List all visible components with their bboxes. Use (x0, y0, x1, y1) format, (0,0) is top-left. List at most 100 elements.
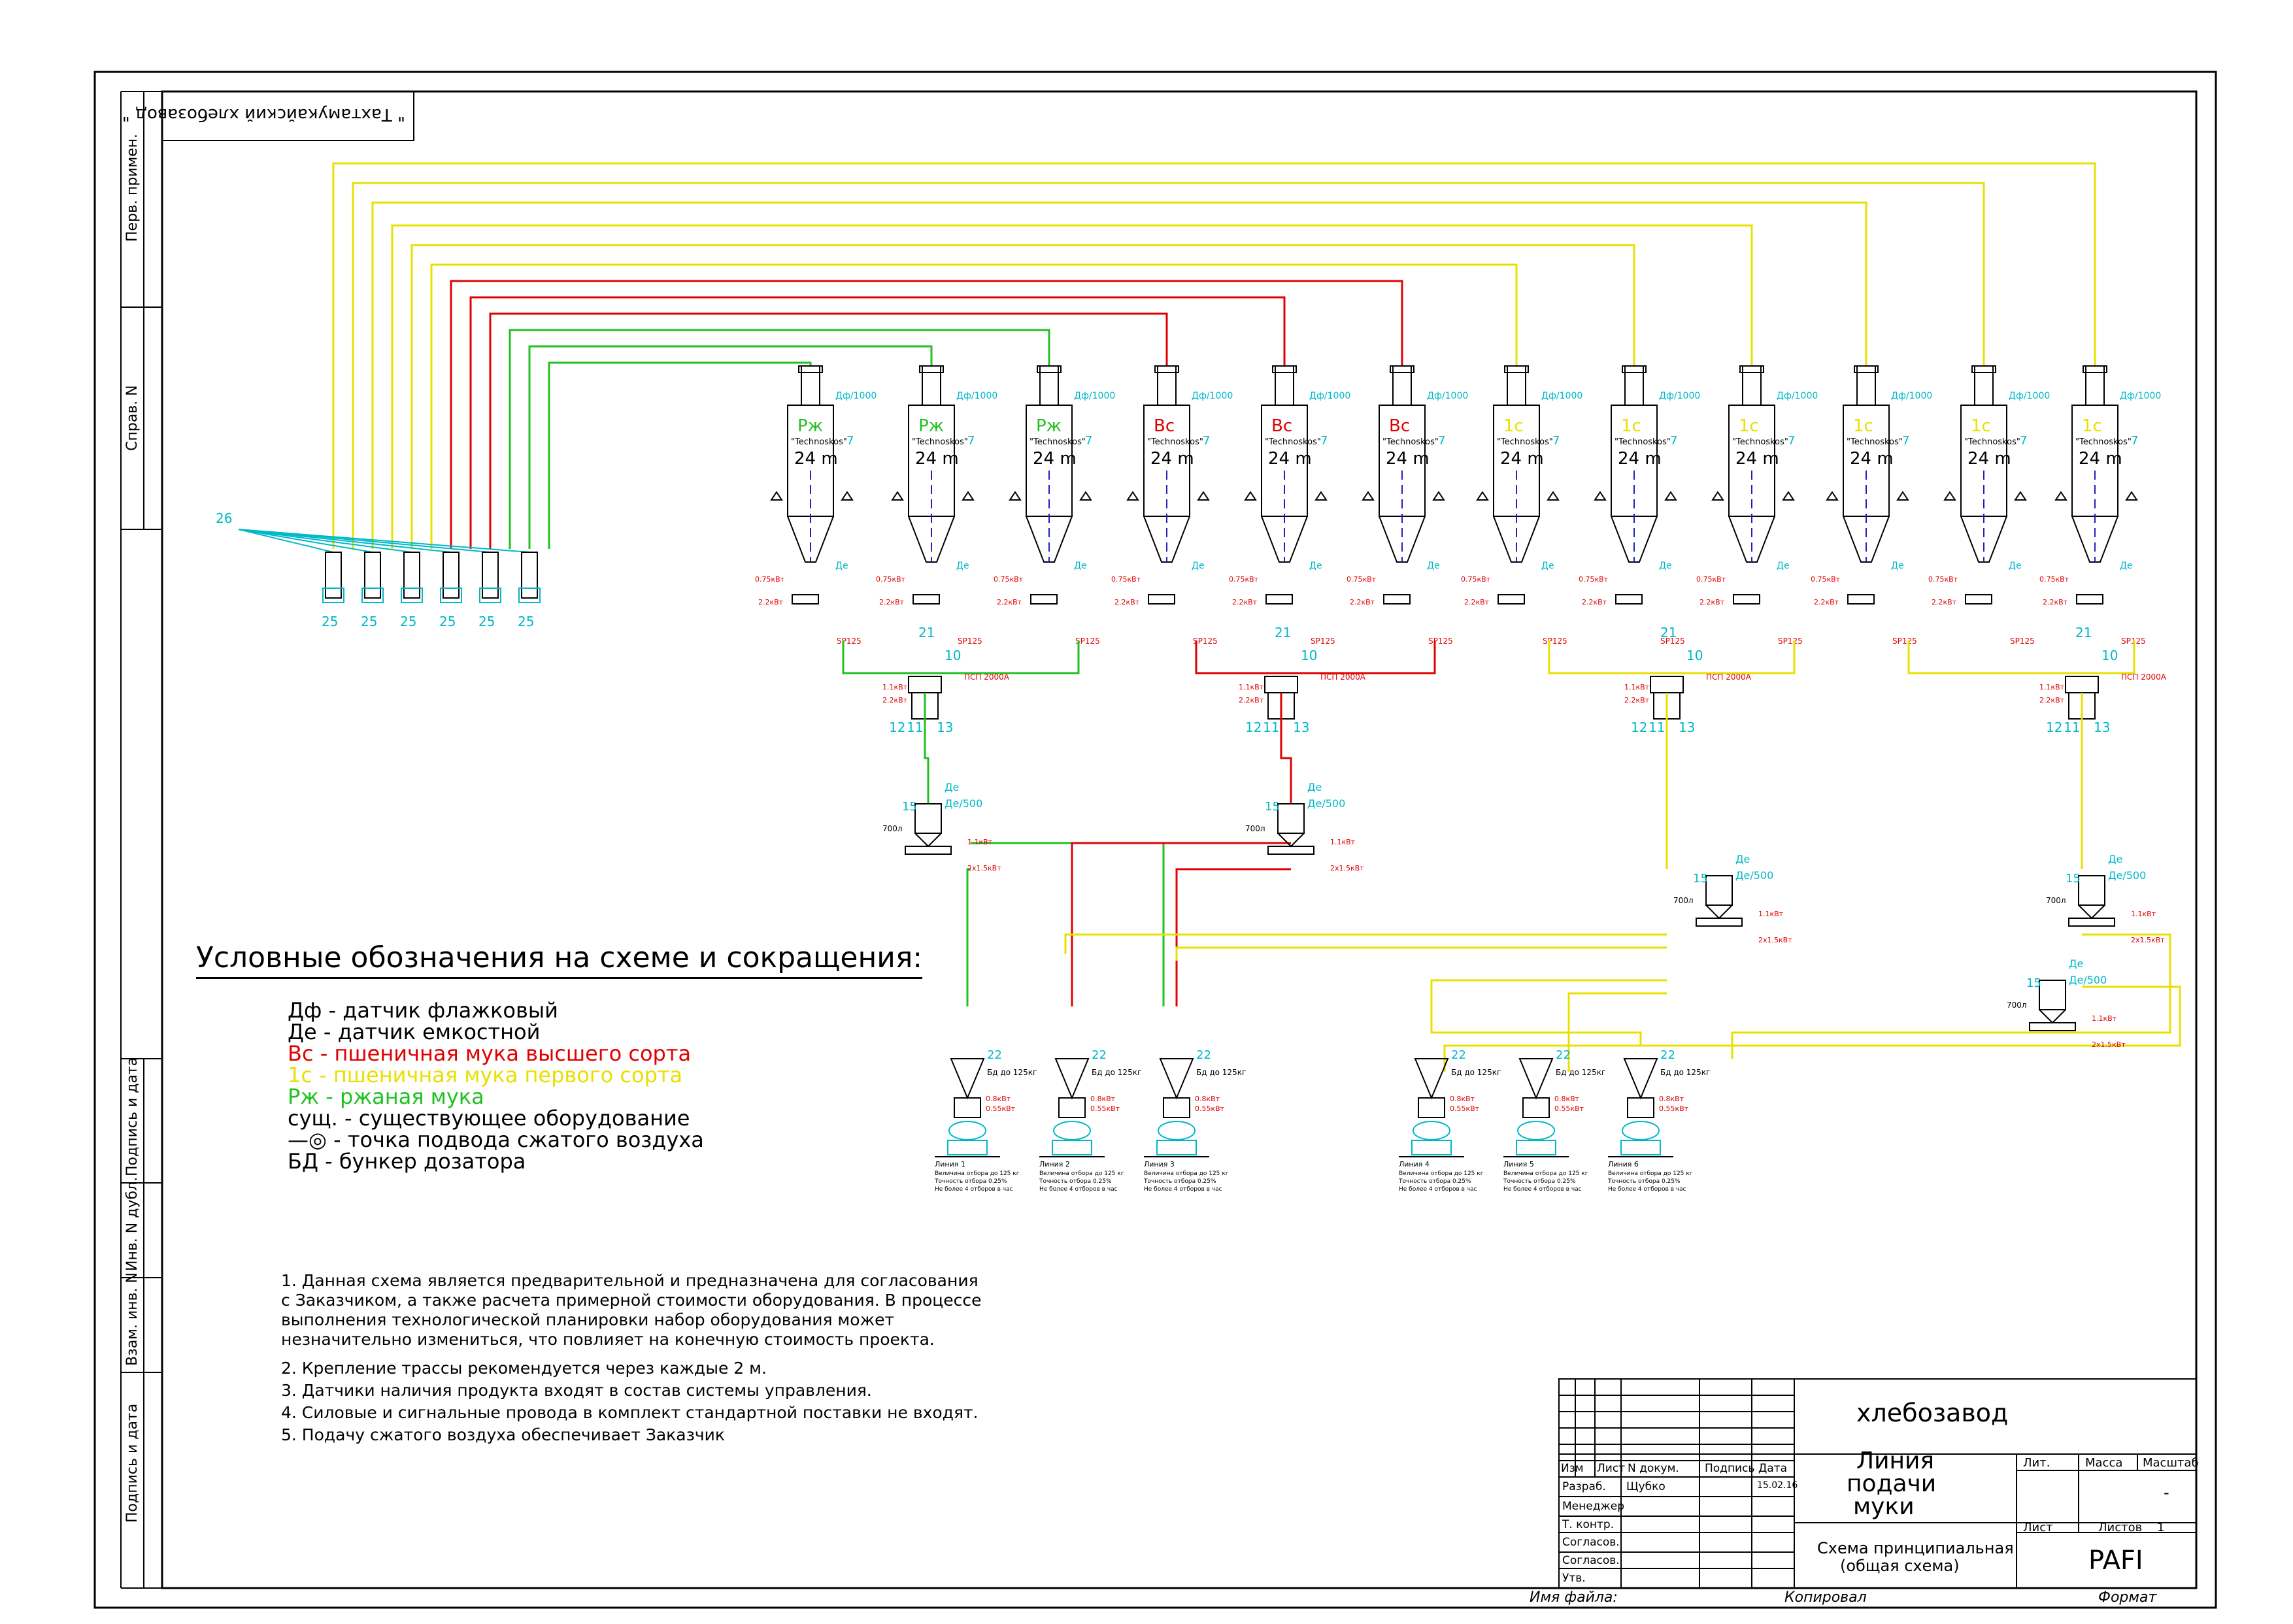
doser-power: 0.8кВт (1450, 1095, 1475, 1103)
silo-volume: 24 m (1967, 449, 2011, 469)
sensor-low-label: Де (1777, 561, 1790, 571)
sifter-callout: 21 (1275, 625, 1291, 640)
silo: 1с"Technoskos"24 mДф/10007Де0.75кВт2.2кВ… (1696, 365, 1818, 646)
silo-brand: "Technoskos" (1497, 437, 1553, 447)
doser-spec: Не более 4 отборов в час (1144, 1186, 1222, 1193)
valve-label: SP125 (1660, 637, 1685, 646)
buffer-power: 2х1.5кВт (967, 864, 1001, 872)
silo-flour-label: 1с (1621, 416, 1641, 436)
silo-flour-label: Рж (797, 416, 823, 436)
strip-perv-primen: Перв. примен. (124, 133, 141, 242)
silo-flour-label: 1с (1503, 416, 1524, 436)
silo-brand: "Technoskos" (1147, 437, 1203, 447)
sifter-callout: 21 (918, 625, 935, 640)
sensor-top-label: Дф/1000 (1541, 391, 1582, 401)
silo-volume: 24 m (1850, 449, 1894, 469)
doser-spec: Не более 4 отборов в час (935, 1186, 1013, 1193)
sifter-model: ПСП 2000А (1320, 672, 1366, 682)
sensor-top-label: Дф/1000 (1192, 391, 1233, 401)
sifter-power: 1.1кВт (2039, 683, 2065, 691)
silo-brand: "Technoskos" (1964, 437, 2020, 447)
valve-callout: 25 (322, 614, 338, 629)
strip-inv-n-dubl: Инв. N дубл. (124, 1176, 141, 1271)
sifter-callout: 13 (937, 720, 953, 735)
buffer-sensor: Де/500 (1307, 797, 1345, 810)
tb-razrab: Разраб. (1562, 1480, 1606, 1493)
sifter-callout: 11 (1263, 720, 1279, 735)
doser-spec: Точность отбора 0.25% (1503, 1178, 1576, 1185)
sensor-top-label: Дф/1000 (1309, 391, 1350, 401)
sifter-callout: 11 (1649, 720, 1665, 735)
silo-volume: 24 m (915, 449, 959, 469)
sifter-callout: 10 (2101, 648, 2118, 663)
doser-spec: Точность отбора 0.25% (1398, 1178, 1471, 1185)
motor-left-label: 0.75кВт (994, 575, 1024, 584)
silo-volume: 24 m (1033, 449, 1077, 469)
silo-callout: 7 (1902, 434, 1909, 448)
motor-right-label: 2.2кВт (2043, 598, 2068, 606)
manifold-fan (238, 529, 530, 553)
doser-spec: Величина отбора до 125 кг (1608, 1170, 1693, 1177)
silo-callout: 7 (1670, 434, 1677, 448)
sifter-model: ПСП 2000А (964, 672, 1010, 682)
buffer-power: 2х1.5кВт (1330, 864, 1364, 872)
valve-callout: 25 (361, 614, 377, 629)
tb-masshtab: Масштаб (2143, 1456, 2199, 1470)
legend-item: 1с - пшеничная мука первого сорта (288, 1063, 683, 1087)
tb-doctype-1: Схема принципиальная (1817, 1539, 2014, 1557)
silo-volume: 24 m (1386, 449, 1430, 469)
sifter-power: 2.2кВт (2039, 696, 2065, 704)
doser-spec: Величина отбора до 125 кг (1503, 1170, 1588, 1177)
buffer-sensor: Де (2108, 853, 2122, 865)
note-item: 3. Датчики наличия продукта входят в сос… (281, 1381, 872, 1400)
silo: Рж"Technoskos"24 mДф/10007Де0.75кВт2.2кВ… (994, 365, 1115, 646)
sifter-power: 2.2кВт (1239, 696, 1264, 704)
sifter-power: 2.2кВт (1624, 696, 1650, 704)
buffer-callout: 15 (1693, 872, 1708, 886)
buffer-sensor: Де/500 (2069, 974, 2107, 986)
silo-volume: 24 m (1150, 449, 1194, 469)
doser-power: 0.8кВт (1554, 1095, 1580, 1103)
silo-callout: 7 (967, 434, 975, 448)
valve-callout: 25 (518, 614, 534, 629)
silo: Вс"Technoskos"24 mДф/10007Де0.75кВт2.2кВ… (1347, 365, 1468, 646)
motor-left-label: 0.75кВт (1696, 575, 1726, 584)
doser-title: Линия 5 (1503, 1160, 1534, 1168)
sensor-low-label: Де (1427, 561, 1440, 571)
buffer-callout: 15 (2066, 872, 2081, 886)
motor-right-label: 2.2кВт (1114, 598, 1140, 606)
doser-title: Линия 6 (1608, 1160, 1639, 1168)
silo-collector-lines (842, 640, 2135, 674)
doser-spec: Величина отбора до 125 кг (1399, 1170, 1484, 1177)
sifter-power: 1.1кВт (882, 683, 908, 691)
silo-volume: 24 m (1735, 449, 1779, 469)
tb-t-kontr: Т. контр. (1562, 1518, 1615, 1531)
doser-callout: 22 (1092, 1048, 1107, 1062)
tb-soglas-1: Согласов. (1562, 1536, 1620, 1549)
doser-capacity: Бд до 125кг (1451, 1068, 1501, 1077)
silo-callout: 7 (1085, 434, 1092, 448)
note-item: 2. Крепление трассы рекомендуется через … (281, 1359, 767, 1378)
buffer-sensor: Де/500 (1735, 869, 1773, 882)
tb-massa: Масса (2085, 1456, 2123, 1470)
notes: 1. Данная схема является предварительной… (281, 1271, 987, 1448)
doser-callout: 22 (1556, 1048, 1571, 1062)
valve-callout: 25 (478, 614, 495, 629)
manifold-valve: 25 (439, 552, 462, 629)
sifter-callout: 12 (2046, 720, 2062, 735)
sifter-callout: 21 (1660, 625, 1677, 640)
tb-org: хлебозавод (1856, 1399, 2009, 1427)
buffer-sensor: Де/500 (2108, 869, 2146, 882)
motor-right-label: 2.2кВт (1232, 598, 1258, 606)
doser-capacity: Бд до 125кг (1556, 1068, 1605, 1077)
doser-capacity: Бд до 125кг (987, 1068, 1037, 1077)
silo-flour-label: Рж (1036, 416, 1062, 436)
tb-col-ndok: N докум. (1628, 1462, 1679, 1475)
motor-right-label: 2.2кВт (758, 598, 784, 606)
